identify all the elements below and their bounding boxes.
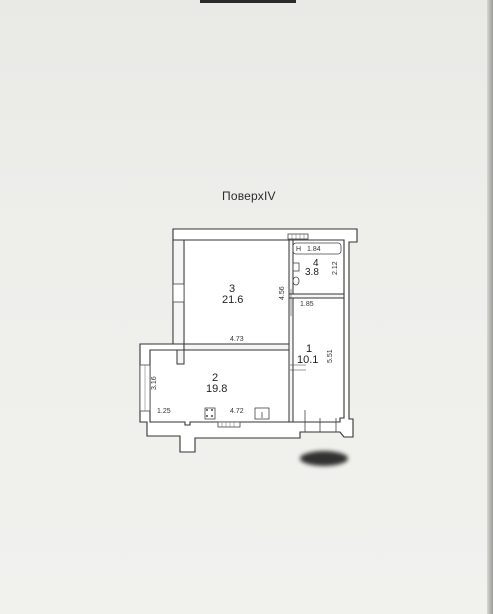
sink — [254, 407, 270, 420]
floor-title: ПоверхIV — [222, 189, 276, 203]
dim-room2-balcony-height: 3.16 — [151, 376, 158, 390]
radiator-top — [287, 233, 309, 240]
dim-room4-width: 1.84 — [307, 246, 321, 253]
page-edge-shadow — [487, 0, 493, 614]
room1-number: 1 — [306, 343, 313, 355]
room2-number: 2 — [212, 372, 219, 384]
top-tab-mark — [200, 0, 296, 3]
wall-room3-room2 — [183, 343, 292, 351]
room2-area: 19.8 — [206, 383, 228, 395]
bathtub — [292, 242, 342, 255]
room3-area: 21.6 — [222, 294, 244, 306]
dim-room4-height: 2.12 — [332, 261, 339, 275]
dim-room3-depth: 4.56 — [279, 286, 286, 300]
bath-label: H — [296, 246, 302, 253]
wall-room4-bottom — [288, 293, 345, 299]
dim-room2-balcony-width: 1.25 — [157, 408, 171, 415]
room3-number: 3 — [229, 283, 236, 295]
dim-room2-width: 4.72 — [230, 408, 244, 415]
dim-room1-length: 5.51 — [327, 349, 334, 363]
radiator-bottom — [217, 421, 241, 428]
toilet — [292, 262, 300, 272]
stove — [204, 407, 216, 420]
window-room3-left — [172, 283, 185, 303]
dim-room3-width: 4.73 — [230, 336, 244, 343]
wall-room2-room1 — [288, 239, 294, 423]
redaction-blot — [300, 451, 348, 466]
wall-stub — [176, 349, 185, 365]
inner-floor — [149, 239, 345, 426]
dim-room1-width: 1.85 — [300, 301, 314, 308]
washbasin — [292, 276, 300, 286]
room4-area: 3.8 — [305, 267, 319, 278]
room1-area: 10.1 — [297, 354, 319, 366]
room4-number: 4 — [313, 258, 319, 269]
